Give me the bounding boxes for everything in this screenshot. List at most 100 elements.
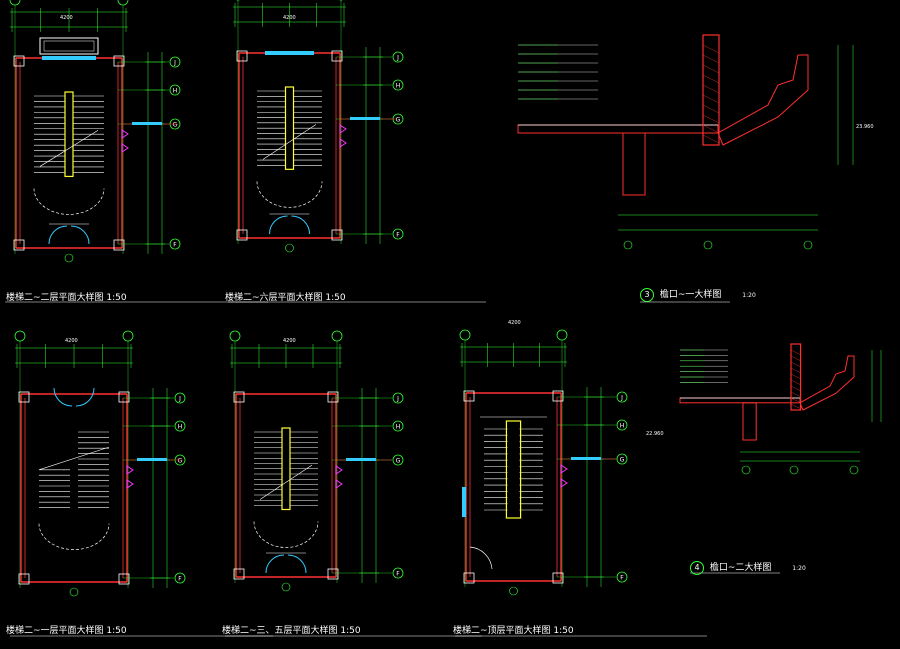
hatch-line: [702, 114, 720, 124]
double-door-swing: [265, 554, 307, 574]
grid-bubble-label: H: [396, 83, 401, 90]
grid-bubble-label: G: [396, 117, 401, 124]
column-box: [118, 391, 130, 403]
stair-handrail: [64, 91, 74, 178]
grid-bubble-label: F: [178, 576, 182, 583]
stair-break-line: [38, 446, 110, 471]
stair-direction-arrow: [259, 464, 313, 500]
grid-bubble-label: F: [173, 242, 177, 249]
grid-bubble-icon: [392, 420, 404, 432]
detail-title-3-text: 檐口~一大样图: [659, 290, 722, 300]
plan-title-1: 楼梯二~二层平面大样图 1:50: [6, 293, 127, 303]
column-box: [236, 50, 248, 62]
hatch-line: [702, 134, 720, 144]
elevation-level-b: 22.960: [646, 431, 664, 437]
hatch-line: [790, 403, 801, 409]
hatch-line: [702, 54, 720, 64]
column-box: [331, 50, 343, 62]
hatch-line: [790, 379, 801, 385]
plan-width-dim-3: 4200: [65, 338, 78, 344]
section-arrow-icon: [126, 479, 134, 489]
grid-bubble-label: H: [620, 423, 625, 430]
plan-title-4: 楼梯二~三、五层平面大样图 1:50: [222, 626, 361, 636]
detail-scale-3: 1:20: [742, 292, 756, 299]
column-box: [13, 55, 25, 67]
grid-bubble-icon: [703, 240, 713, 250]
grid-bubble-icon: [616, 391, 628, 403]
hatch-line: [702, 64, 720, 74]
grid-bubble-icon: [789, 465, 799, 475]
grid-bubble-icon: [174, 420, 186, 432]
grid-bubble-icon: [392, 79, 404, 91]
grid-bubble-label: H: [178, 424, 183, 431]
grid-bubble-icon: [169, 238, 181, 250]
grid-bubble-icon: [392, 51, 404, 63]
hatch-line: [790, 385, 801, 391]
beam-section: [622, 132, 646, 196]
column-box: [113, 55, 125, 67]
eave-outline: [717, 54, 809, 146]
hatch-line: [702, 124, 720, 134]
hatch-line: [790, 373, 801, 379]
canopy-outline: [39, 37, 99, 55]
grid-bubble-icon: [741, 465, 751, 475]
stair-handrail: [505, 420, 522, 519]
column-box: [18, 391, 30, 403]
hatch-line: [790, 349, 801, 355]
hatch-line: [790, 361, 801, 367]
window-glass: [265, 51, 314, 55]
plan-title-3: 楼梯二~一层平面大样图 1:50: [6, 626, 127, 636]
stair-flight: [38, 431, 110, 550]
double-door-swing: [269, 215, 310, 235]
grid-bubble-label: G: [178, 458, 183, 465]
grid-bubble-label: J: [396, 396, 399, 403]
plan-width-dim-2: 4200: [283, 15, 296, 21]
section-arrow-icon: [121, 129, 129, 139]
grid-bubble-icon: [285, 243, 294, 253]
column-box: [233, 391, 245, 403]
landing-arc: [256, 181, 323, 208]
section-arrow-icon: [560, 478, 568, 488]
section-arrow-icon: [560, 464, 568, 474]
column-box: [463, 390, 475, 402]
section-arrow-icon: [339, 124, 347, 134]
window-glass: [42, 56, 96, 60]
column-box: [13, 239, 25, 251]
section-arrow-icon: [126, 465, 134, 475]
section-arrow-icon: [339, 138, 347, 148]
stair-flight: [480, 416, 547, 519]
hatch-line: [790, 397, 801, 403]
plan-width-dim-1: 4200: [60, 15, 73, 21]
grid-bubble-icon: [169, 84, 181, 96]
hatch-line: [790, 367, 801, 373]
stair-direction-arrow: [262, 124, 317, 160]
grid-bubble-label: J: [620, 395, 623, 402]
hatch-line: [702, 84, 720, 94]
parapet-wall: [790, 343, 802, 411]
grid-bubble-icon: [64, 253, 74, 263]
grid-bubble-icon: [281, 582, 291, 592]
grid-bubble-icon: [169, 56, 181, 68]
grid-bubble-label: H: [173, 88, 178, 95]
section-arrow-icon: [121, 143, 129, 153]
detail-title-4-text: 檐口~二大样图: [709, 563, 772, 573]
column-box: [118, 573, 130, 585]
double-door-swing: [48, 225, 90, 245]
grid-bubble-icon: [392, 228, 404, 240]
grid-bubble-label: F: [396, 232, 400, 239]
eave-detail-2: [679, 343, 882, 475]
double-door-swing: [53, 387, 95, 407]
window-glass: [571, 457, 601, 460]
plan-title-5: 楼梯二~顶层平面大样图 1:50: [453, 626, 574, 636]
grid-bubble-label: F: [620, 575, 624, 582]
grid-bubble-icon: [509, 586, 518, 596]
plan-width-dim-5: 4200: [508, 320, 521, 326]
column-box: [327, 568, 339, 580]
landing-arc: [33, 188, 105, 215]
grid-bubble-label: G: [173, 122, 178, 129]
stair-direction-arrow: [39, 130, 99, 167]
grid-bubble-label: H: [396, 424, 401, 431]
column-box: [331, 229, 343, 241]
window-glass: [132, 122, 162, 125]
